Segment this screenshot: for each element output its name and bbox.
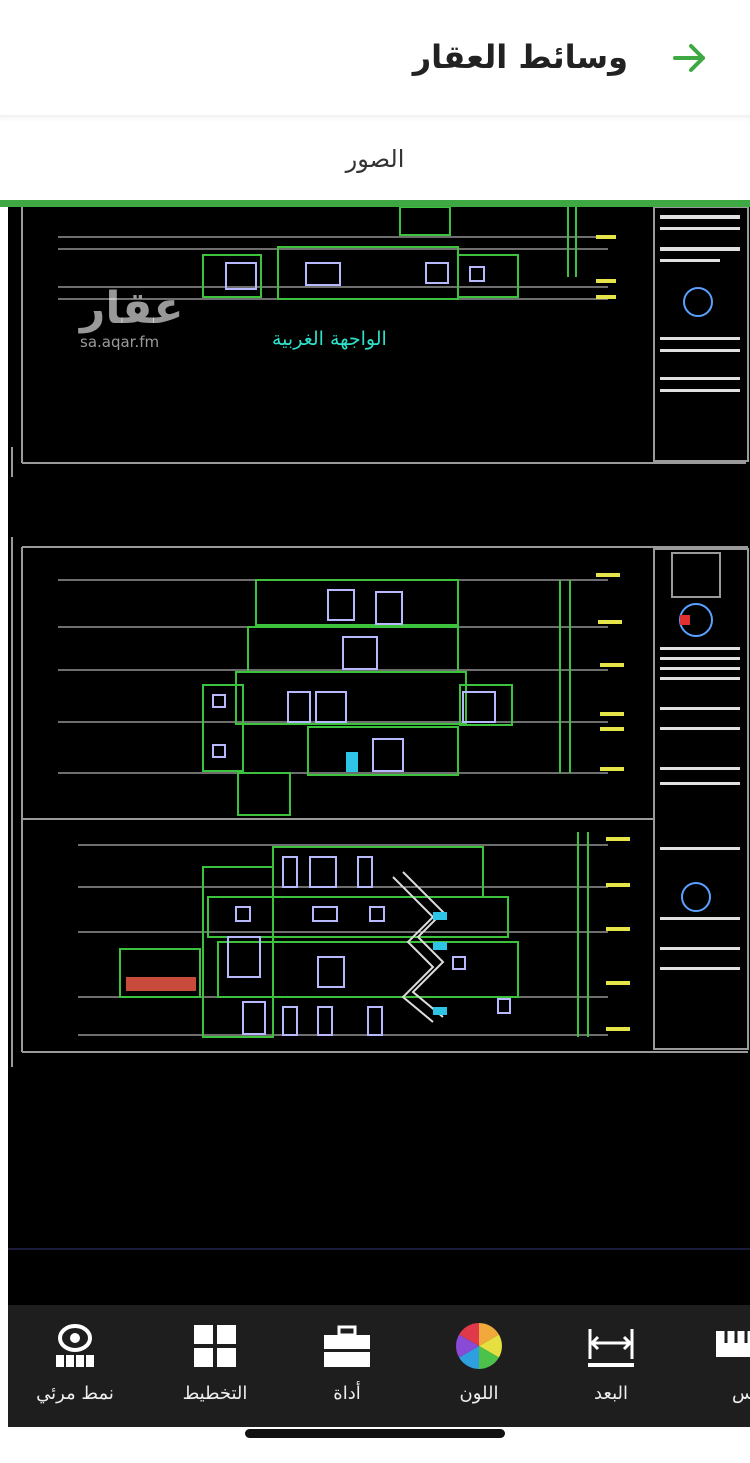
layout-grid-icon <box>194 1325 236 1367</box>
visual-style-icon <box>56 1324 94 1367</box>
media-tabs: الصور <box>0 115 750 207</box>
color-wheel-icon <box>456 1323 502 1369</box>
dimension-icon <box>588 1329 634 1367</box>
aqar-watermark: عقار sa.aqar.fm <box>80 283 184 352</box>
tab-active-indicator <box>0 200 750 207</box>
page-title: وسائط العقار <box>412 38 628 76</box>
tool-visual-style[interactable]: نمط مرئي <box>20 1323 130 1404</box>
tool-measure-label: س <box>732 1383 750 1404</box>
tool-color[interactable]: اللون <box>424 1323 534 1404</box>
toolbox-icon <box>324 1325 370 1367</box>
cad-drawing <box>8 207 750 1307</box>
viewer-toolbar: نمط مرئي التخطيط أداة اللون <box>8 1305 750 1427</box>
tool-color-label: اللون <box>459 1383 499 1404</box>
tab-photos[interactable]: الصور <box>345 145 405 173</box>
property-photo[interactable]: عقار sa.aqar.fm الواجهة الغربية <box>8 207 750 1307</box>
tool-measure[interactable]: س <box>688 1323 750 1404</box>
arrow-right-icon[interactable] <box>670 38 710 78</box>
tool-layout[interactable]: التخطيط <box>160 1323 270 1404</box>
app-header: وسائط العقار <box>0 0 750 115</box>
drawing-caption: الواجهة الغربية <box>272 328 387 350</box>
tool-dimension-label: البعد <box>593 1383 629 1404</box>
tool-tool-label: أداة <box>333 1383 361 1404</box>
tool-tool[interactable]: أداة <box>292 1323 402 1404</box>
ruler-icon <box>716 1331 750 1357</box>
watermark-url: sa.aqar.fm <box>80 333 160 351</box>
tool-layout-label: التخطيط <box>182 1383 248 1404</box>
watermark-brand: عقار <box>80 283 184 334</box>
home-indicator[interactable] <box>245 1429 505 1438</box>
tool-visual-style-label: نمط مرئي <box>36 1383 114 1404</box>
tool-dimension[interactable]: البعد <box>556 1323 666 1404</box>
